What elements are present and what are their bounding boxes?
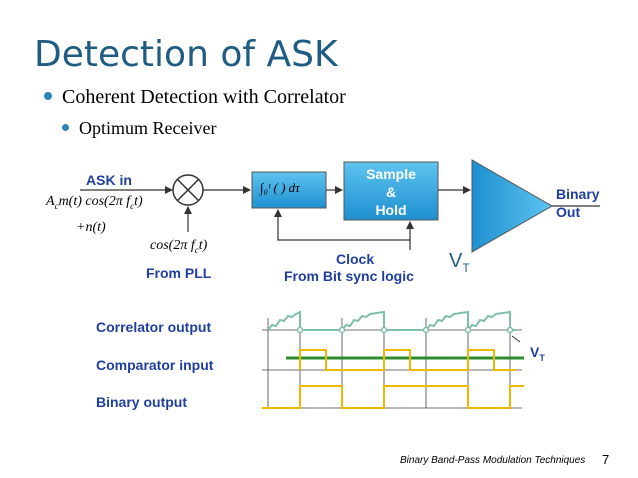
sample-label: Sample [366,166,416,182]
sample-point-markers [296,326,514,334]
hold-label: Hold [375,202,407,218]
mixer-icon [172,174,204,206]
comparator-icon [471,159,554,253]
integrator-block [251,171,327,209]
noise-label: +n(t) [76,220,106,235]
binary-out-label-line2: Out [556,204,581,220]
binary-output-wave [262,385,524,409]
clock-label: Clock [336,251,375,267]
bullet-text: Coherent Detection with Correlator [62,86,346,108]
correlator-output-wave [267,310,516,333]
ampersand-label: & [385,184,397,200]
integrator-label: ∫₀ᵗ ( ) dτ [260,180,300,195]
slide-title: Detection of ASK [34,34,338,75]
waveform-threshold-label: VT [530,344,545,363]
threshold-label: VT [449,250,470,275]
input-signal-label: Acm(t) cos(2π fct) [46,194,143,211]
bullet-dot-icon [44,92,52,101]
bit-sync-label: From Bit sync logic [284,268,414,284]
footer-text: Binary Band-Pass Modulation Techniques [400,455,586,466]
comparator-input-wave [299,349,516,371]
carrier-label: cos(2π fct) [150,238,208,255]
from-pll-label: From PLL [146,265,212,281]
clock-to-integrator-line [274,209,410,241]
ask-in-label: ASK in [86,172,132,188]
correlator-pointer-line [511,335,521,343]
bullet-text: Optimum Receiver [79,118,217,138]
binary-out-label-line1: Binary [556,186,600,202]
bullet-coherent-detection: Coherent Detection with Correlator [44,86,346,109]
bullet-dot-icon [62,124,69,132]
bullet-optimum-receiver: Optimum Receiver [62,118,216,139]
page-number: 7 [602,452,610,467]
comparator-input-label: Comparator input [96,357,214,373]
sample-hold-block [343,161,439,221]
binary-output-label: Binary output [96,394,187,410]
correlator-output-label: Correlator output [96,319,212,335]
